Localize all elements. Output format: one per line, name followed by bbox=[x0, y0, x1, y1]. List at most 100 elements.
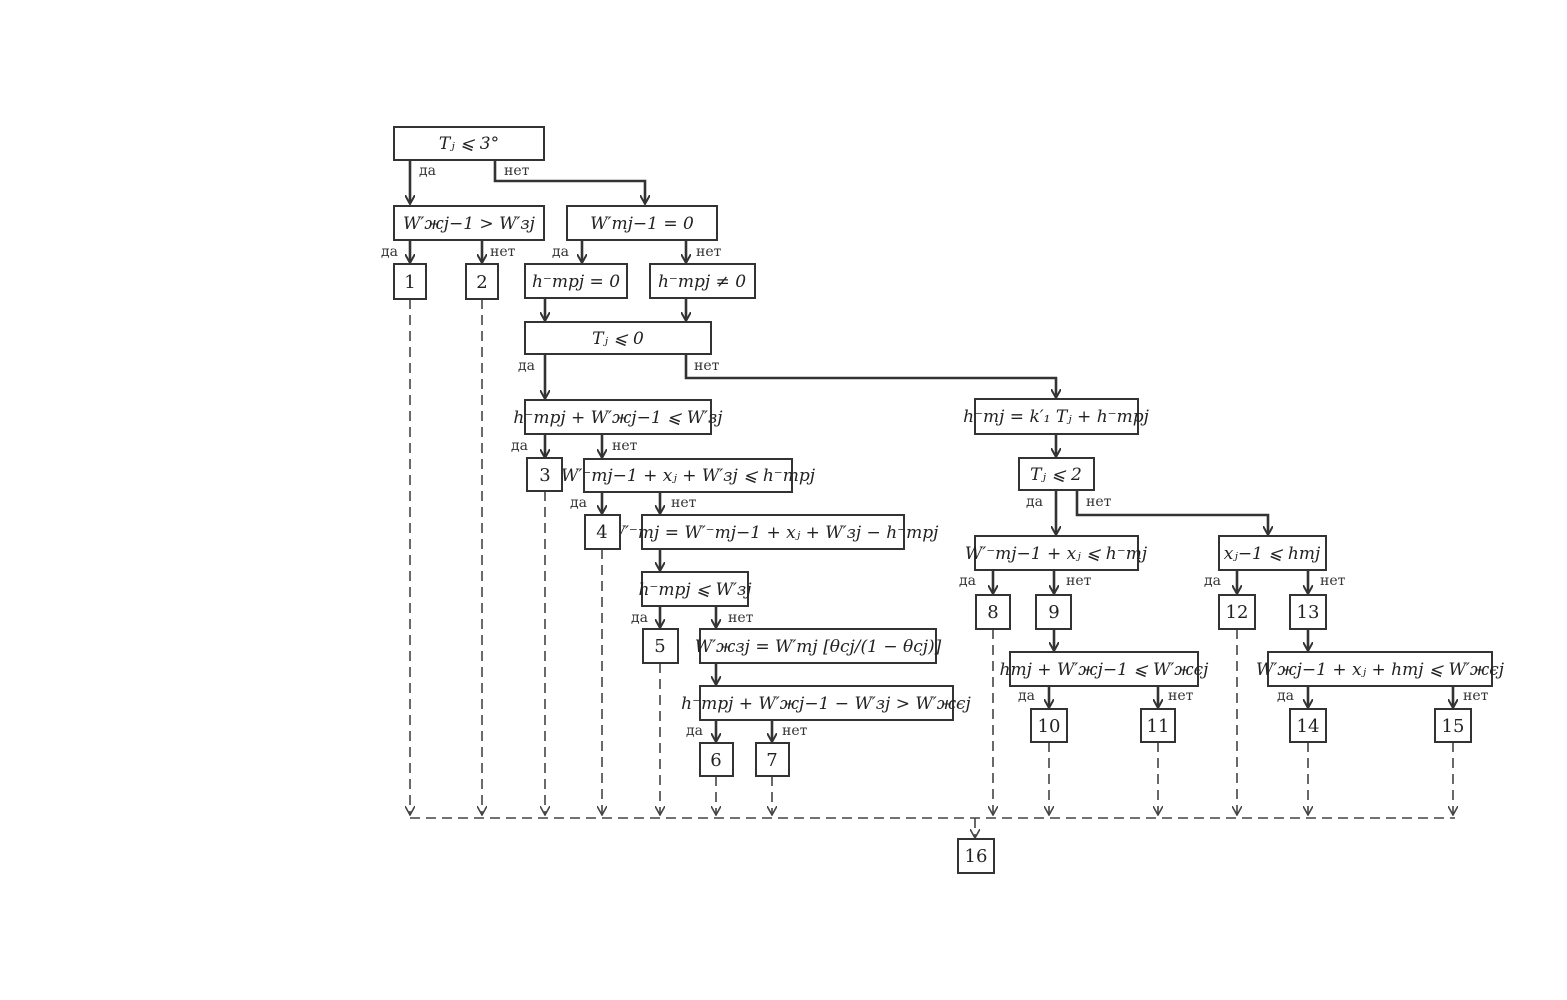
arrow-t0-no bbox=[684, 354, 1056, 397]
result-2-text: 2 bbox=[476, 272, 487, 293]
result-11-text: 11 bbox=[1147, 716, 1170, 737]
cond-htr-eq0: h⁻трj = 0 bbox=[524, 263, 628, 299]
yes-label: да bbox=[1018, 688, 1035, 704]
result-9: 9 bbox=[1035, 594, 1072, 630]
result-12: 12 bbox=[1218, 594, 1256, 630]
yes-label: да bbox=[1204, 573, 1221, 589]
result-14-text: 14 bbox=[1297, 716, 1320, 737]
cond-htr-eq0-text: h⁻трj = 0 bbox=[532, 272, 620, 292]
result-5: 5 bbox=[642, 628, 679, 664]
no-label: нет bbox=[612, 438, 638, 454]
cond-ht-formula-text: h⁻тj = k′₁ Tⱼ + h⁻трj bbox=[963, 407, 1150, 427]
no-label: нет bbox=[694, 358, 720, 374]
result-5-text: 5 bbox=[654, 636, 665, 657]
cond-t3: Tⱼ ⩽ 3° bbox=[393, 126, 545, 161]
result-14: 14 bbox=[1289, 708, 1327, 743]
yes-label: да bbox=[381, 244, 398, 260]
yes-label: да bbox=[1026, 494, 1043, 510]
cond-htr-wzh-le-wz-text: h⁻трj + W′жj−1 ⩽ W′зj bbox=[513, 408, 723, 428]
cond-x-le-ht-text: xⱼ−1 ⩽ hтj bbox=[1224, 544, 1321, 564]
cond-wt-formula-text: W′⁻тj = W′⁻тj−1 + xⱼ + W′зj − h⁻трj bbox=[608, 523, 940, 543]
cond-t2-text: Tⱼ ⩽ 2 bbox=[1030, 465, 1082, 485]
cond-wt-formula: W′⁻тj = W′⁻тj−1 + xⱼ + W′зj − h⁻трj bbox=[608, 514, 940, 550]
cond-wt-x-le-ht-text: W′⁻тj−1 + xⱼ ⩽ h⁻тj bbox=[965, 544, 1148, 564]
no-label: нет bbox=[782, 723, 808, 739]
result-16: 16 bbox=[957, 838, 995, 874]
cond-wzh-gt-wz-text: W′жj−1 > W′зj bbox=[403, 214, 536, 234]
cond-htr-le-wz-text: h⁻трj ⩽ W′зj bbox=[638, 580, 752, 600]
yes-label: да bbox=[552, 244, 569, 260]
cond-t3-text: Tⱼ ⩽ 3° bbox=[439, 134, 499, 154]
solid-connectors bbox=[410, 160, 1453, 741]
no-label: нет bbox=[1168, 688, 1194, 704]
result-boxes: 1 2 3 4 5 6 7 8 9 10 11 12 13 14 15 16 bbox=[393, 263, 1472, 874]
result-11: 11 bbox=[1140, 708, 1176, 743]
result-10: 10 bbox=[1030, 708, 1068, 743]
yes-label: да bbox=[631, 610, 648, 626]
cond-wt-x-le-ht: W′⁻тj−1 + xⱼ ⩽ h⁻тj bbox=[965, 535, 1148, 571]
no-label: нет bbox=[490, 244, 516, 260]
no-label: нет bbox=[696, 244, 722, 260]
condition-boxes: Tⱼ ⩽ 3° W′жj−1 > W′зj W′тj−1 = 0 h⁻трj =… bbox=[393, 126, 1505, 721]
no-label: нет bbox=[504, 163, 530, 179]
no-label: нет bbox=[1086, 494, 1112, 510]
result-12-text: 12 bbox=[1226, 602, 1249, 623]
result-13-text: 13 bbox=[1297, 602, 1320, 623]
yes-label: да bbox=[511, 438, 528, 454]
result-7: 7 bbox=[755, 742, 790, 777]
cond-htr-ne0: h⁻трj ≠ 0 bbox=[649, 263, 756, 299]
branch-labels: да нет да нет да нет да нет да нет да не… bbox=[381, 163, 1489, 739]
result-15: 15 bbox=[1434, 708, 1472, 743]
dashed-connectors bbox=[410, 299, 1455, 837]
cond-wzh-x-ht-le-wzhe: W′жj−1 + xⱼ + hтj ⩽ W′жєj bbox=[1256, 651, 1505, 687]
arrow-t2-no bbox=[1075, 490, 1268, 534]
cond-ht-wzh-le-wzhe: hтj + W′жj−1 ⩽ W′жєj bbox=[1000, 651, 1210, 687]
result-6: 6 bbox=[699, 742, 734, 777]
cond-t0-text: Tⱼ ⩽ 0 bbox=[592, 329, 644, 349]
result-1: 1 bbox=[393, 263, 427, 300]
cond-wt-x-wz-le-htr: W′⁻тj−1 + xⱼ + W′зj ⩽ h⁻трj bbox=[561, 458, 816, 493]
result-16-text: 16 bbox=[965, 846, 988, 867]
cond-htr-ne0-text: h⁻трj ≠ 0 bbox=[658, 272, 746, 292]
yes-label: да bbox=[419, 163, 436, 179]
result-8: 8 bbox=[975, 594, 1011, 630]
result-3-text: 3 bbox=[539, 465, 550, 486]
cond-wt-eq0-text: W′тj−1 = 0 bbox=[590, 214, 694, 234]
cond-wt-x-wz-le-htr-text: W′⁻тj−1 + xⱼ + W′зj ⩽ h⁻трj bbox=[561, 466, 816, 486]
result-7-text: 7 bbox=[766, 750, 777, 771]
no-label: нет bbox=[1320, 573, 1346, 589]
yes-label: да bbox=[570, 495, 587, 511]
result-4-text: 4 bbox=[596, 522, 607, 543]
no-label: нет bbox=[671, 495, 697, 511]
cond-ht-formula: h⁻тj = k′₁ Tⱼ + h⁻трj bbox=[963, 398, 1150, 435]
cond-htr-wzh-le-wz: h⁻трj + W′жj−1 ⩽ W′зj bbox=[513, 399, 723, 435]
cond-wzh-gt-wz: W′жj−1 > W′зj bbox=[393, 205, 545, 241]
cond-ht-wzh-le-wzhe-text: hтj + W′жj−1 ⩽ W′жєj bbox=[1000, 660, 1210, 680]
cond-htr-wzh-wz-gt-wzhe-text: h⁻трj + W′жj−1 − W′зj > W′жєj bbox=[681, 694, 971, 714]
cond-wt-eq0: W′тj−1 = 0 bbox=[566, 205, 718, 241]
cond-wzh-x-ht-le-wzhe-text: W′жj−1 + xⱼ + hтj ⩽ W′жєj bbox=[1256, 660, 1505, 680]
yes-label: да bbox=[686, 723, 703, 739]
result-4: 4 bbox=[584, 514, 621, 550]
yes-label: да bbox=[518, 358, 535, 374]
result-8-text: 8 bbox=[987, 602, 998, 623]
cond-t0: Tⱼ ⩽ 0 bbox=[524, 321, 712, 355]
yes-label: да bbox=[1277, 688, 1294, 704]
result-6-text: 6 bbox=[710, 750, 721, 771]
result-2: 2 bbox=[465, 263, 499, 300]
cond-wzhz-formula-text: W′жзj = W′тj [θcj/(1 − θcj)] bbox=[695, 637, 942, 657]
result-13: 13 bbox=[1289, 594, 1327, 630]
yes-label: да bbox=[959, 573, 976, 589]
no-label: нет bbox=[1066, 573, 1092, 589]
cond-wzhz-formula: W′жзj = W′тj [θcj/(1 − θcj)] bbox=[695, 628, 942, 664]
cond-htr-wzh-wz-gt-wzhe: h⁻трj + W′жj−1 − W′зj > W′жєj bbox=[681, 685, 972, 721]
no-label: нет bbox=[728, 610, 754, 626]
result-10-text: 10 bbox=[1038, 716, 1061, 737]
cond-htr-le-wz: h⁻трj ⩽ W′зj bbox=[638, 571, 752, 607]
result-1-text: 1 bbox=[404, 272, 415, 293]
result-9-text: 9 bbox=[1048, 602, 1059, 623]
arrow-t3-no bbox=[493, 160, 645, 203]
no-label: нет bbox=[1463, 688, 1489, 704]
cond-x-le-ht: xⱼ−1 ⩽ hтj bbox=[1218, 535, 1327, 571]
